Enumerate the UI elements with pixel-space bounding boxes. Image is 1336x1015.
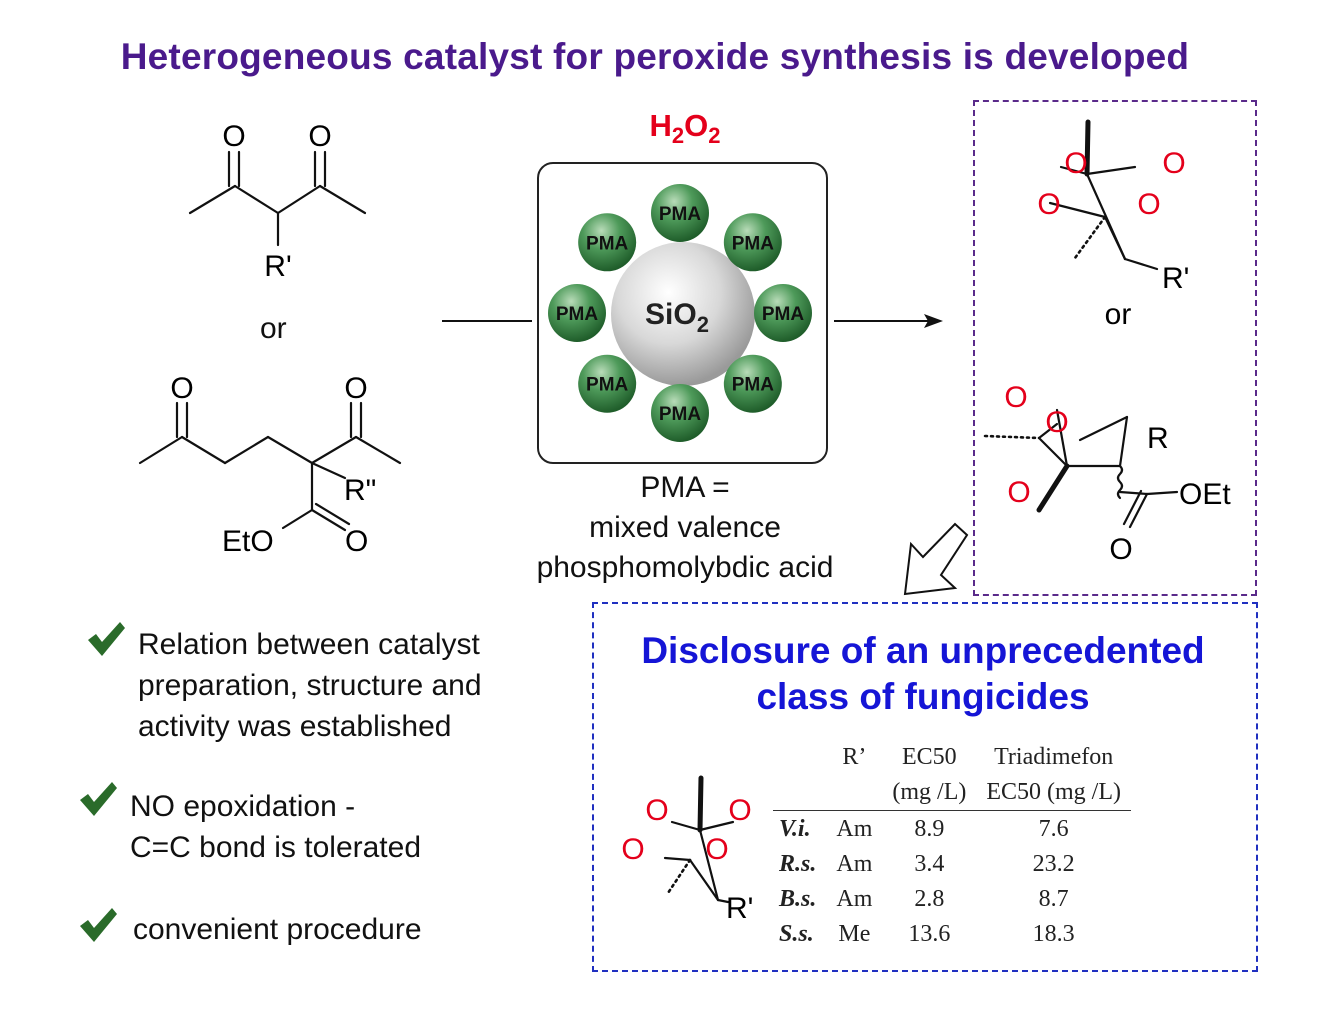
p1-oxygen-2: O (1162, 147, 1185, 180)
hdr-triadimefon: Triadimefon (994, 744, 1114, 770)
hdr-blank (773, 740, 826, 775)
table-header-row-2: (mg /L) EC50 (mg /L) (773, 775, 1131, 811)
pma-bead-label: PMA (732, 233, 775, 254)
pma-bead (651, 184, 709, 242)
disclosure-heading: Disclosure of an unprecedented class of … (641, 630, 1205, 717)
r2-oxygen-2: O (344, 372, 367, 405)
ts-oxygen-2: O (728, 794, 751, 827)
pma-definition: PMA = mixed valence phosphomolybdic acid (536, 471, 834, 584)
reagent-o: O (684, 108, 709, 143)
pma-bead (578, 354, 637, 413)
pma-bead-label: PMA (659, 204, 702, 225)
ts-oxygen-4: O (705, 833, 728, 866)
hdr2-blank (773, 775, 827, 811)
r2-carbonyl-oxygen: O (345, 525, 368, 558)
products-structures: O O O O R' or O O O R OEt O (983, 119, 1231, 566)
bullet-3: convenient procedure (133, 913, 422, 946)
p1-oxygen-3: O (1037, 188, 1060, 221)
checkmark-icon (88, 622, 125, 656)
table-row: S.s. Me 13.6 18.3 (779, 920, 1075, 947)
r1-substituent: R' (264, 250, 291, 283)
p2-oxygen-2: O (1045, 406, 1068, 439)
fungicide-box (592, 602, 1258, 972)
pma-bead (754, 284, 812, 342)
bullet-1: Relation between catalyst preparation, s… (138, 628, 482, 743)
pma-bead-label: PMA (586, 233, 629, 254)
pma-bead-label: PMA (659, 404, 702, 425)
r2-oxygen-1: O (170, 372, 193, 405)
table-row: B.s. Am 2.8 8.7 (779, 885, 1069, 912)
r2-ester-oxygen: EtO (222, 525, 274, 558)
pma-bead (723, 354, 782, 413)
reagent-h2o2: H2O2 (649, 108, 721, 149)
ts-substituent: R' (726, 892, 753, 925)
pma-bead (723, 213, 782, 272)
hdr2-units: (mg /L) (882, 775, 977, 811)
pma-bead (651, 384, 709, 442)
p2-oxygen-1: O (1004, 381, 1027, 414)
r1-oxygen-1: O (222, 120, 245, 153)
pma-bead-label: PMA (762, 304, 805, 325)
hdr-ec50: EC50 (902, 744, 957, 770)
checkmark-icon (80, 908, 117, 942)
catalyst-illustration: SiO2 PMA PMA PMA PMA PMA PMA PMA PMA (548, 184, 812, 442)
pma-bead (548, 284, 606, 342)
p1-oxygen-4: O (1137, 188, 1160, 221)
pma-bead-label: PMA (732, 375, 775, 396)
table-row: V.i. Am 8.9 7.6 (779, 815, 1069, 842)
fungicide-table: R’ EC50 Triadimefon (mg /L) EC50 (mg /L)… (773, 740, 1131, 951)
page-title: Heterogeneous catalyst for peroxide synt… (120, 36, 1190, 77)
p2-ester: OEt (1179, 478, 1231, 511)
catalyst-box (537, 162, 828, 464)
p2-oxygen-3: O (1007, 476, 1030, 509)
or-left: or (260, 312, 287, 345)
bullet-2: NO epoxidation - C=C bond is tolerated (130, 790, 422, 864)
table-header-row-1: R’ EC50 Triadimefon (773, 740, 1131, 775)
reactants-structures: O O R' O O R" EtO O (138, 120, 402, 558)
hdr2-triadimefon-units: EC50 (mg /L) (976, 775, 1131, 811)
ts-oxygen-1: O (645, 794, 668, 827)
pma-bead (578, 213, 637, 272)
table-row: R.s. Am 3.4 23.2 (779, 850, 1075, 877)
silica-label: SiO2 (645, 298, 709, 337)
pma-bead-label: PMA (556, 304, 599, 325)
r2-substituent: R" (344, 474, 376, 507)
hdr2-blank-2 (826, 775, 883, 811)
silica-core (611, 242, 755, 386)
or-right: or (1105, 298, 1132, 331)
reaction-arrow (442, 314, 943, 328)
p2-substituent: R (1147, 422, 1169, 455)
table-structure: O O O O R' (621, 775, 753, 925)
p1-substituent: R' (1162, 262, 1189, 295)
pma-bead-label: PMA (586, 375, 629, 396)
hdr-r: R’ (842, 744, 867, 770)
p1-oxygen-1: O (1064, 147, 1087, 180)
hollow-arrow-icon (903, 522, 969, 596)
p2-carbonyl-oxygen: O (1109, 533, 1132, 566)
pma-beads: PMA PMA PMA PMA PMA PMA PMA PMA (548, 184, 812, 442)
ts-oxygen-3: O (621, 833, 644, 866)
checkmark-icon (80, 782, 117, 816)
r1-oxygen-2: O (308, 120, 331, 153)
products-box (973, 100, 1257, 596)
reagent-h: H (649, 108, 672, 143)
